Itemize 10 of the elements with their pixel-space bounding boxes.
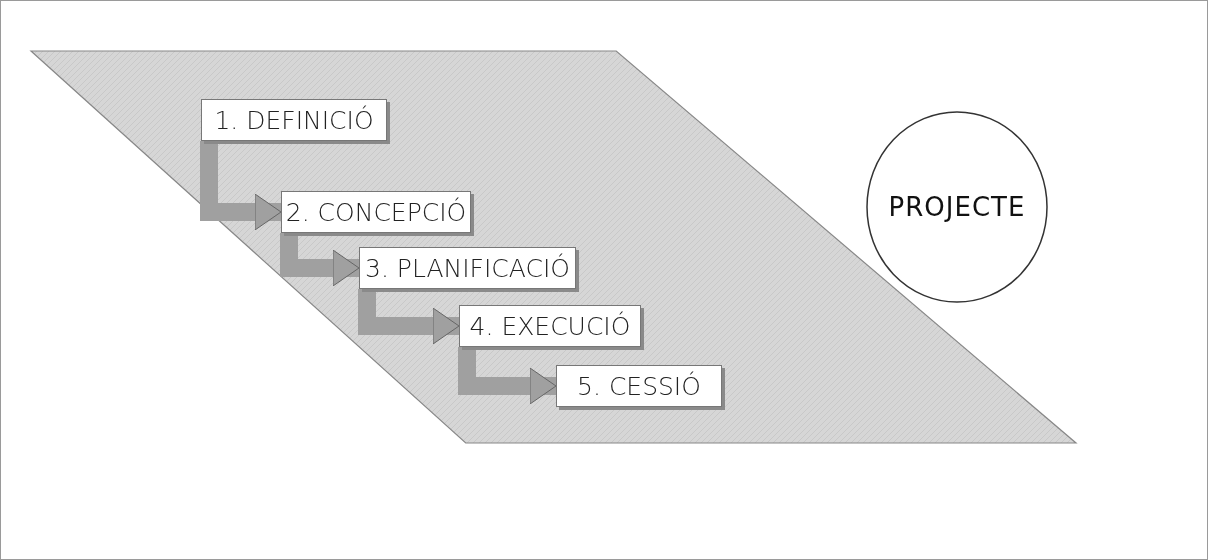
block-arrow bbox=[358, 289, 460, 345]
block-arrow bbox=[200, 141, 282, 231]
step-box: 4. EXECUCIÓ bbox=[459, 305, 641, 347]
block-arrow bbox=[458, 347, 557, 405]
step-box: 5. CESSIÓ bbox=[556, 365, 722, 407]
step-box: 3. PLANIFICACIÓ bbox=[359, 247, 576, 289]
step-box: 2. CONCEPCIÓ bbox=[281, 191, 471, 233]
block-arrow bbox=[280, 233, 360, 287]
project-label: PROJECTE bbox=[888, 192, 1026, 222]
step-box: 1. DEFINICIÓ bbox=[201, 99, 387, 141]
